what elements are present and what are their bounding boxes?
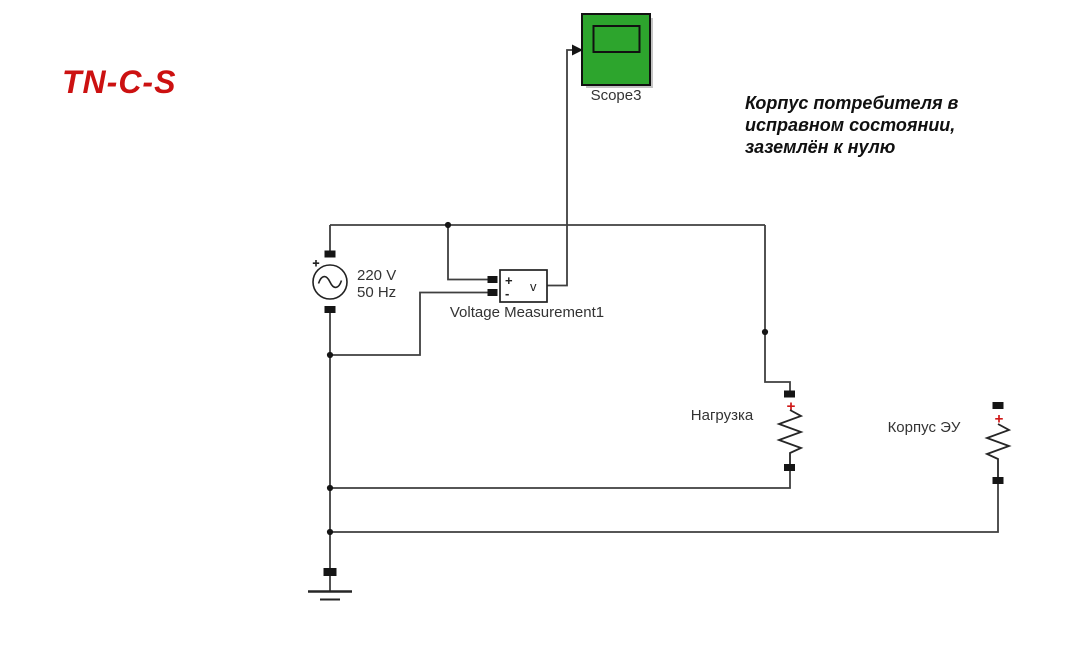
junction-dot-top-bus xyxy=(444,221,452,229)
scope-screen-icon xyxy=(592,25,641,53)
voltage-measurement-label: Voltage Measurement1 xyxy=(449,304,605,321)
load-bottom-port xyxy=(784,464,795,471)
scope-label: Scope3 xyxy=(590,87,642,104)
vm-minus-symbol: - xyxy=(505,286,510,301)
annotation-text: Корпус потребителя в исправном состоянии… xyxy=(745,92,958,158)
junction-dot-neutral-load xyxy=(326,484,334,492)
sine-wave-icon xyxy=(317,275,343,289)
vm-plus-symbol: + xyxy=(505,273,513,288)
wire-load-branch[interactable] xyxy=(764,225,791,391)
junction-dot-load-branch xyxy=(761,328,769,336)
vm-minus-port xyxy=(487,289,498,296)
ground-block[interactable] xyxy=(308,568,352,601)
source-voltage-label: 220 V xyxy=(357,267,397,284)
chassis-polarity-plus-icon xyxy=(995,415,1003,423)
ac-source-bottom-port xyxy=(324,306,336,313)
annotation-line-1: Корпус потребителя в xyxy=(745,93,959,113)
wire-vm-minus-branch[interactable] xyxy=(330,291,488,356)
diagram-title: TN-C-S xyxy=(62,64,177,100)
chassis-resistor-block[interactable] xyxy=(984,402,1012,484)
vm-output-symbol: v xyxy=(530,279,537,294)
polarity-plus-icon xyxy=(312,260,320,267)
scope-block[interactable] xyxy=(572,13,653,88)
vm-plus-port xyxy=(487,276,498,283)
annotation-line-3: заземлён к нулю xyxy=(745,137,896,157)
wire-vm-output-to-scope[interactable] xyxy=(547,49,572,287)
junction-dot-neutral-vm xyxy=(326,351,334,359)
source-frequency-label: 50 Hz xyxy=(357,284,397,301)
voltage-measurement-block[interactable] xyxy=(487,269,548,303)
chassis-resistor-label: Корпус ЭУ xyxy=(887,419,961,436)
load-resistor-zigzag-icon xyxy=(776,409,804,464)
ac-source-block[interactable] xyxy=(312,250,348,314)
load-resistor-block[interactable] xyxy=(776,390,804,472)
chassis-resistor-zigzag-icon xyxy=(984,423,1012,477)
junction-dot-neutral-chassis xyxy=(326,528,334,536)
annotation-line-2: исправном состоянии, xyxy=(745,115,956,135)
load-top-port xyxy=(784,390,795,398)
wire-load-return[interactable] xyxy=(330,471,791,489)
wire-chassis-return[interactable] xyxy=(330,484,999,533)
scope-input-arrow-icon xyxy=(572,44,583,56)
load-polarity-plus-icon xyxy=(787,402,795,410)
chassis-bottom-port xyxy=(992,477,1004,484)
wire-vm-plus-branch[interactable] xyxy=(447,225,488,281)
ac-source-top-port xyxy=(324,250,336,258)
load-resistor-label: Нагрузка xyxy=(690,407,754,424)
ground-port xyxy=(323,568,337,576)
chassis-top-port xyxy=(992,402,1004,409)
vm-block-body xyxy=(499,269,548,303)
ac-source-circle xyxy=(312,264,348,300)
